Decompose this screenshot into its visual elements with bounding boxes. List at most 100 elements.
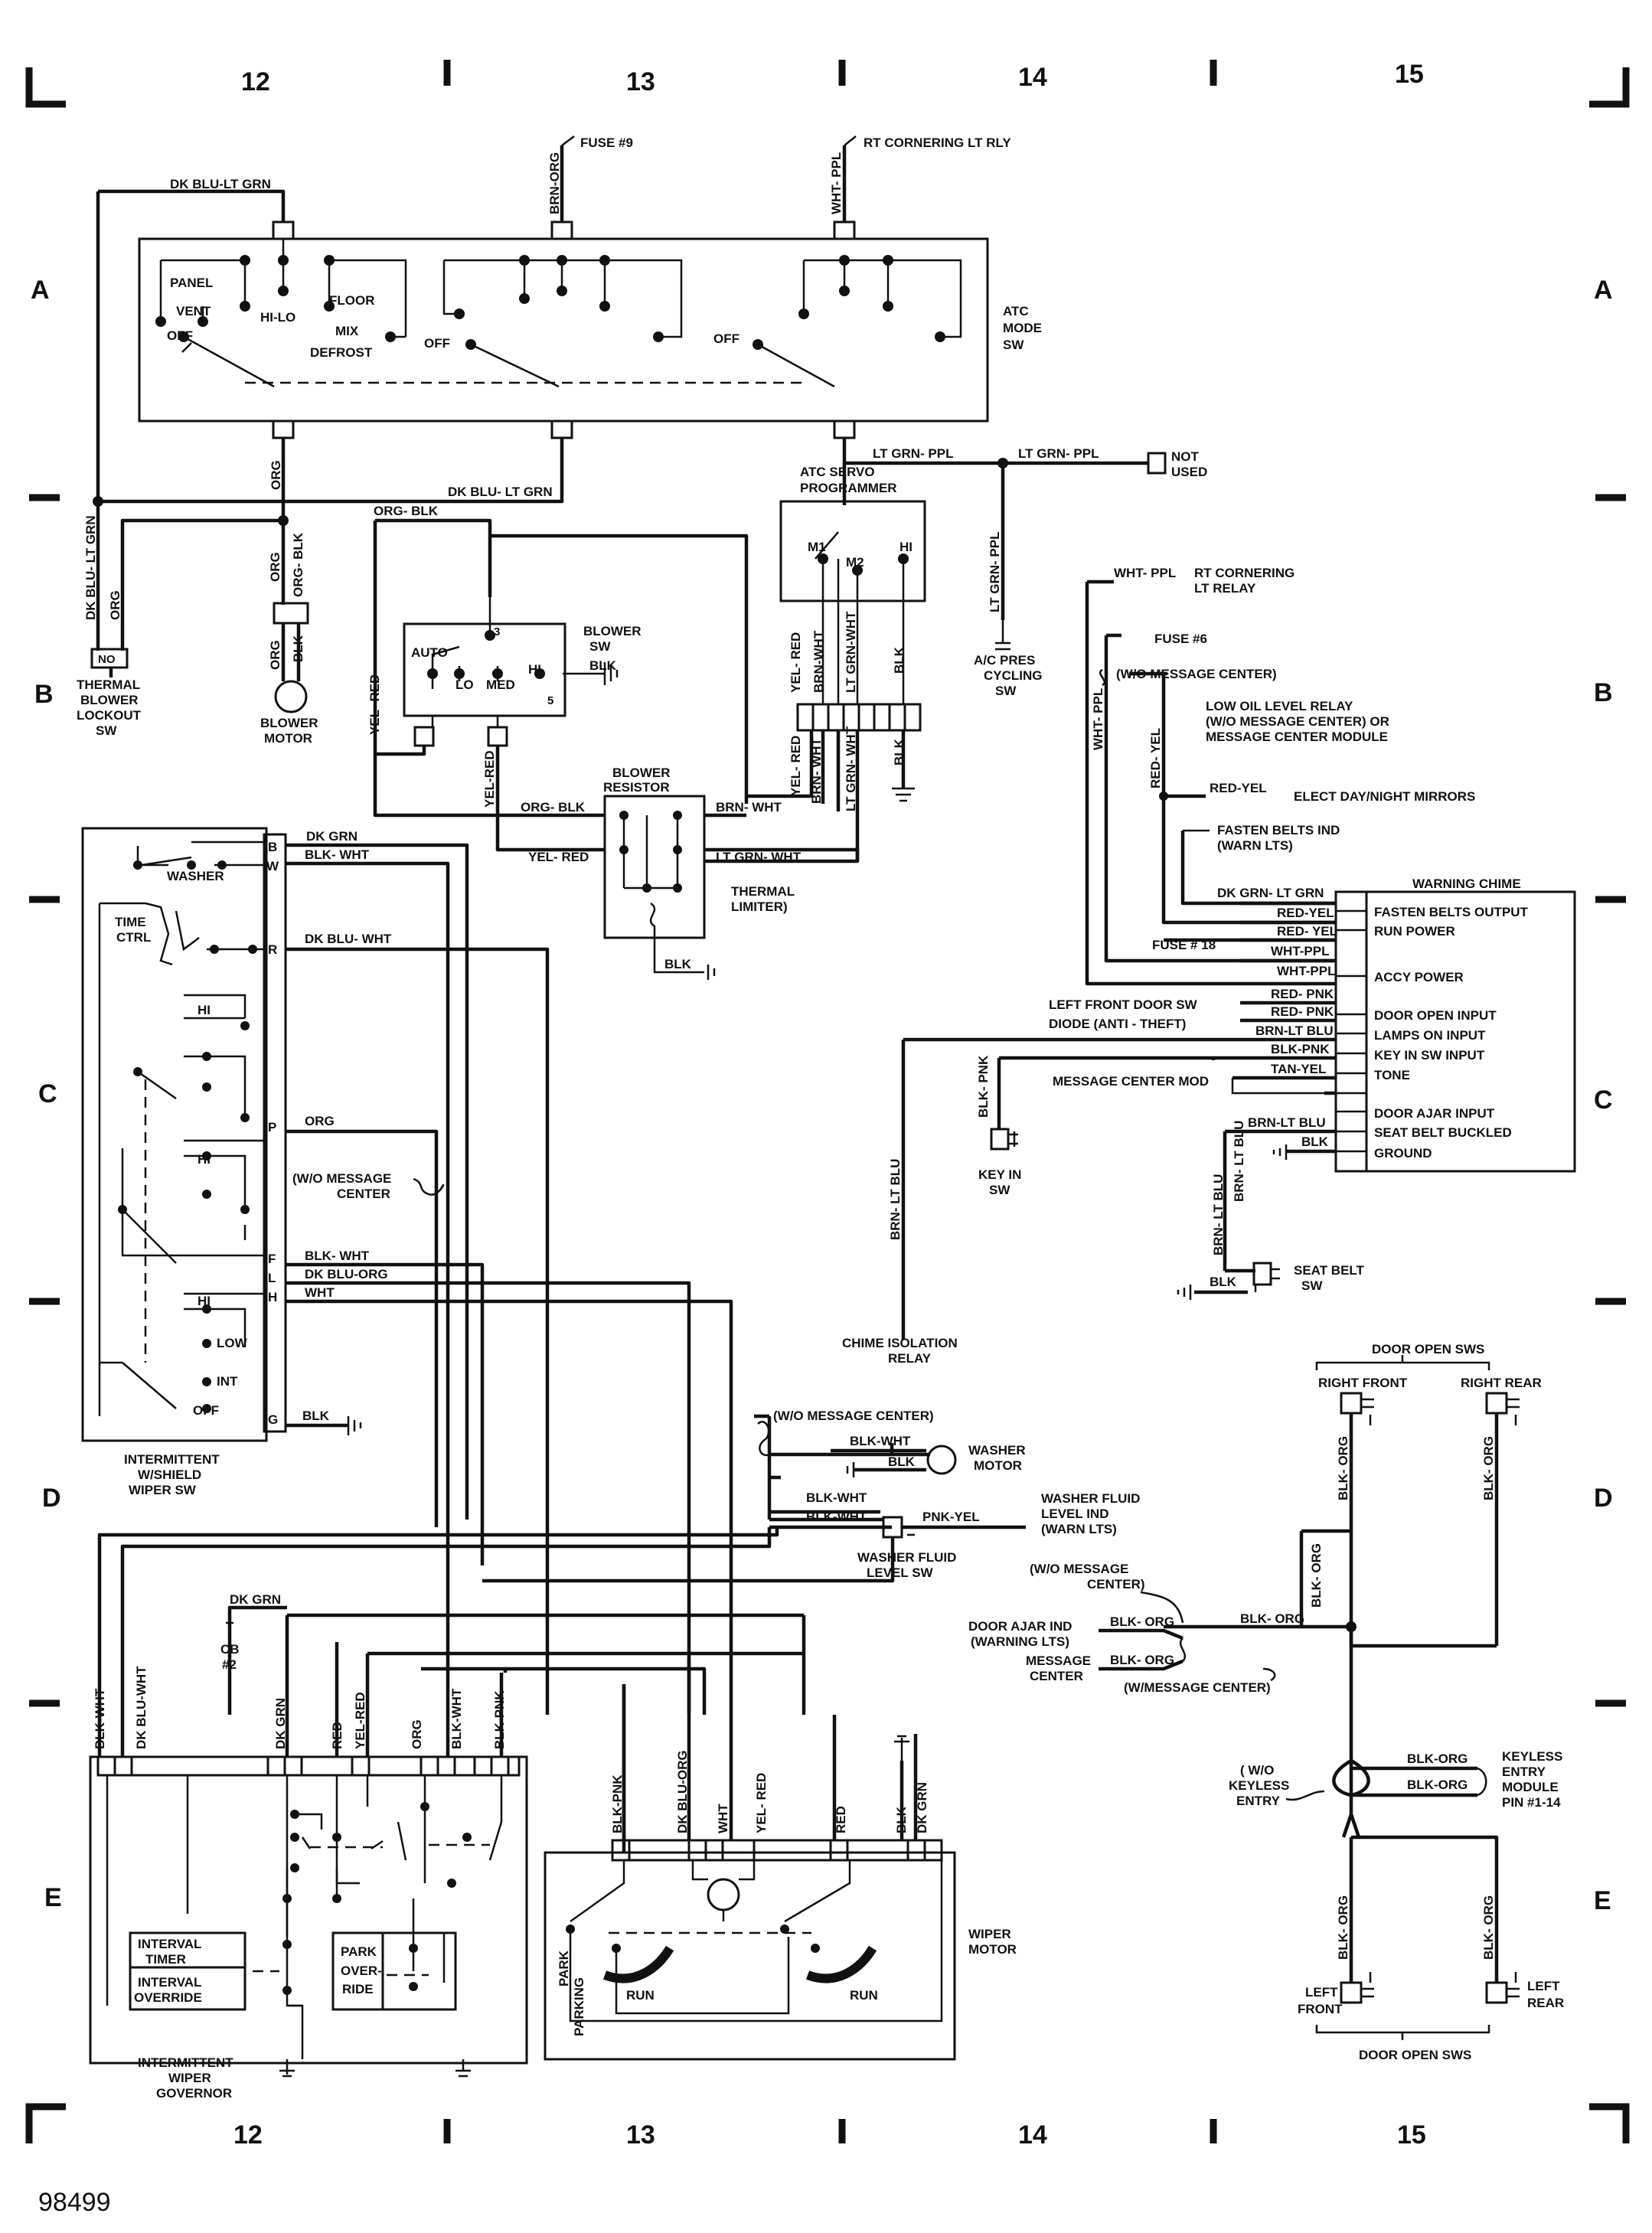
wire-label: BLK- WHT — [305, 847, 370, 862]
fuse-9: FUSE #9 — [580, 135, 633, 150]
intermittent-wiper-governor: CB #2 DK GRN INTERVAL TIMER INTERVAL OVE… — [89, 1592, 806, 2101]
blower-resistor-label: BLOWER — [612, 766, 671, 780]
wo-msg-center-4: (W/O MESSAGE — [1030, 1562, 1128, 1576]
chime-pin: SEAT BELT BUCKLED — [1374, 1125, 1512, 1140]
wire-label: BLK- ORG — [1481, 1895, 1496, 1960]
chime-pin: RUN POWER — [1374, 924, 1455, 939]
servo-connector: YEL- RED BRN-WHT LT GRN-WHT BLK YEL- RED… — [704, 611, 922, 863]
washer-fluid-sw-label: LEVEL SW — [867, 1565, 934, 1580]
wiper-sw-hi: HI — [198, 1003, 211, 1017]
wiper-motor-title: MOTOR — [968, 1942, 1017, 1957]
key-in-switch: BLK- PNK KEY IN SW — [976, 1055, 1021, 1197]
w-msg-center: (W/MESSAGE CENTER) — [1124, 1680, 1271, 1695]
washer-fluid-ind-label: (WARN LTS) — [1041, 1522, 1117, 1536]
column-label: 15 — [1397, 2120, 1426, 2150]
wiper-sw-off: OFF — [193, 1403, 219, 1418]
column-labels-bottom: 12 13 14 15 — [233, 2120, 1426, 2150]
cb2-label: #2 — [222, 1657, 237, 1672]
governor-label: GOVERNOR — [156, 2086, 232, 2101]
wiper-motor-run: RUN — [850, 1988, 878, 2003]
row-label: D — [42, 1484, 61, 1513]
keyless-module: KEYLESS — [1502, 1749, 1562, 1764]
row-label: A — [31, 276, 50, 305]
wire-label: ORG — [305, 1114, 335, 1128]
thermal-no: NO — [98, 653, 116, 666]
elect-mirrors: ELECT DAY/NIGHT MIRRORS — [1294, 789, 1475, 804]
low-oil: (W/O MESSAGE CENTER) OR — [1206, 714, 1389, 729]
seat-belt-sw-label: SW — [1301, 1278, 1323, 1293]
wo-msg-center-1: CENTER — [337, 1187, 390, 1201]
left-front-label: FRONT — [1298, 2002, 1343, 2016]
wire-label: DK GRN — [230, 1592, 281, 1607]
blower-sw-med: MED — [486, 677, 515, 692]
door-ajar-ind: (WARNING LTS) — [971, 1634, 1069, 1649]
wire-label: BLK- ORG — [1336, 1436, 1350, 1500]
interval-timer: OVERRIDE — [134, 1990, 202, 2005]
wiper-switch-wires: DK GRN BLK- WHT DK BLU- WHT ORG BLK- WHT… — [286, 829, 733, 1757]
figure-number: 98499 — [38, 2188, 111, 2217]
wire-label: DK BLU- LT GRN — [83, 515, 98, 620]
wire-label: DK GRN — [915, 1782, 929, 1833]
wire-label: BRN-ORG — [547, 152, 562, 214]
seat-belt-sw-label: SEAT BELT — [1294, 1263, 1365, 1278]
wire-label: BRN- LT BLU — [1211, 1174, 1226, 1255]
frame — [25, 60, 1630, 2143]
wire-label: BLK-ORG — [1407, 1778, 1468, 1792]
wire-label: LT GRN- WHT — [716, 850, 802, 864]
wire-label: YEL- RED — [788, 632, 803, 693]
wiper-sw-ctrl: CTRL — [116, 930, 151, 945]
wiper-motor-parking: PARKING — [572, 1977, 586, 2036]
wire-label: BRN-LT BLU — [1255, 1023, 1334, 1038]
keyless-module: ENTRY — [1502, 1765, 1546, 1779]
wiper-motor-park: PARK — [557, 1950, 571, 1987]
thermal-limiter-label: THERMAL — [731, 884, 795, 899]
wire-label: WHT- PPL — [829, 152, 844, 214]
wire-label: BLK — [1301, 1134, 1329, 1149]
thermal-blower-label: SW — [96, 723, 117, 738]
atc-pos-defrost: DEFROST — [310, 345, 373, 360]
wire-label: LT GRN- WHT — [844, 726, 858, 811]
chime-pin: KEY IN SW INPUT — [1374, 1048, 1485, 1063]
message-center-mod: MESSAGE CENTER MOD — [1053, 1074, 1209, 1089]
blower-motor-label: MOTOR — [264, 731, 312, 746]
servo-hi: HI — [899, 540, 913, 554]
intermittent-wiper-switch: WASHER TIME CTRL HI HI HI LOW INT OFF B … — [81, 827, 287, 1497]
row-label: B — [1594, 678, 1613, 707]
row-label: E — [44, 1883, 62, 1912]
wire-label: ORG — [269, 460, 283, 490]
diode-anti-theft: DIODE (ANTI - THEFT) — [1049, 1017, 1186, 1031]
wiper-sw-title: INTERMITTENT — [124, 1452, 220, 1467]
not-used: USED — [1171, 465, 1207, 479]
wire-label: YEL-RED — [482, 750, 497, 808]
wire-label: RED- PNK — [1271, 987, 1334, 1001]
left-front-label: LEFT — [1305, 1985, 1338, 2000]
blower-sw-auto: AUTO — [411, 645, 448, 660]
wire-label: WHT- PPL — [1091, 688, 1105, 750]
wo-msg-center-2: (W/O MESSAGE CENTER) — [773, 1409, 934, 1423]
chime-pin: TONE — [1374, 1068, 1410, 1082]
wire-label: DK BLU-ORG — [305, 1267, 388, 1281]
wiper-pin-h: H — [268, 1290, 277, 1304]
wire-label: BLK-WHT — [850, 1434, 911, 1448]
atc-pos-mix: MIX — [335, 324, 359, 338]
wire-label: BLK- WHT — [305, 1249, 370, 1263]
wire-label: RED — [330, 1722, 344, 1749]
wire-label: BLK-PNK — [610, 1774, 625, 1833]
park-override: PARK — [341, 1944, 377, 1959]
door-open-sws-bottom: DOOR OPEN SWS — [1359, 2048, 1471, 2062]
wire-label: BLK- ORG — [1240, 1611, 1304, 1626]
wo-msg-center-4: CENTER) — [1087, 1577, 1145, 1592]
column-labels-top: 12 13 14 15 — [241, 60, 1424, 96]
left-rear-label: LEFT — [1527, 1979, 1560, 1993]
wire-label: BRN-LT BLU — [1248, 1115, 1326, 1130]
wire-label: LT GRN- PPL — [988, 532, 1002, 612]
wire-label: RED- YEL — [1148, 728, 1163, 788]
interval-timer: INTERVAL — [138, 1937, 201, 1951]
washer-fluid-sw-label: WASHER FLUID — [857, 1550, 956, 1565]
ac-pres: SW — [995, 684, 1017, 698]
atc-pos-hilo: HI-LO — [260, 310, 295, 325]
wire-label: YEL- RED — [788, 736, 803, 796]
wire-label: TAN-YEL — [1271, 1062, 1326, 1076]
row-labels-left: A B C D E — [31, 276, 62, 1912]
wiper-sw-time: TIME — [115, 915, 146, 929]
